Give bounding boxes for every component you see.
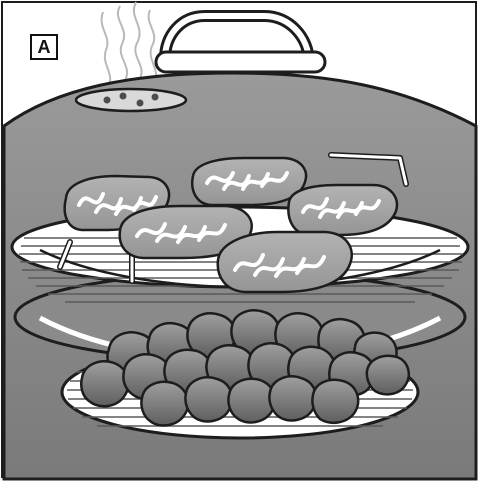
steak-front bbox=[218, 232, 352, 292]
smoke-icon bbox=[102, 2, 157, 86]
lid-vent-icon bbox=[76, 89, 186, 111]
lid-handle-icon bbox=[156, 16, 325, 72]
steak-top-middle bbox=[192, 158, 306, 205]
panel-label: A bbox=[30, 34, 58, 60]
steak-right bbox=[288, 185, 397, 235]
